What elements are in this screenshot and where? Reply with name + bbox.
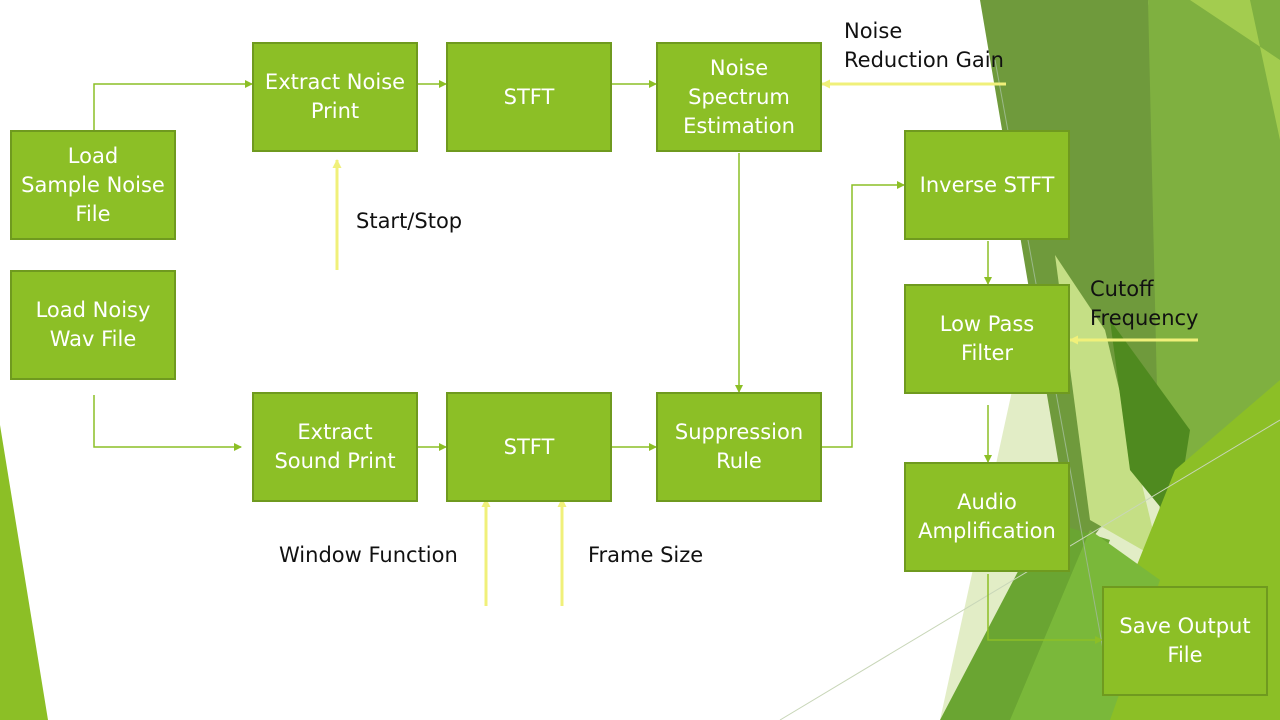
connector-sample-to-extract-noise [93, 80, 253, 130]
window-function-label: Window Function [279, 543, 458, 567]
inverse-stft-block: Inverse STFT [904, 130, 1070, 240]
noise-spectrum-estimation-block: Noise Spectrum Estimation [656, 42, 822, 152]
bg-shape-light-strip [1055, 255, 1160, 560]
extract-sound-print-block: Extract Sound Print [252, 392, 418, 502]
extract-noise-print-block: Extract Noise Print [252, 42, 418, 152]
load-noisy-wav-file-block: Load Noisy Wav File [10, 270, 176, 380]
stft-bottom-block: STFT [446, 392, 612, 502]
stft-top-block: STFT [446, 42, 612, 152]
start-stop-label: Start/Stop [356, 209, 463, 233]
audio-amplification-block: Audio Amplification [904, 462, 1070, 572]
connector-amplification-to-save [987, 574, 1103, 644]
low-pass-filter-block: Low Pass Filter [904, 284, 1070, 394]
cutoff-frequency-label: Cutoff Frequency [1090, 277, 1199, 330]
bg-shape-top-right [1190, 0, 1280, 140]
frame-size-label: Frame Size [588, 543, 704, 567]
save-output-file-block: Save Output File [1102, 586, 1268, 696]
load-sample-noise-file-block: Load Sample Noise File [10, 130, 176, 240]
noise-reduction-gain-label: Noise Reduction Gain [844, 19, 1004, 72]
suppression-rule-block: Suppression Rule [656, 392, 822, 502]
bg-shape-deep-wedge [1110, 320, 1190, 525]
connector-noisy-to-extract-sound [93, 395, 242, 451]
bg-shape-mid-band [1148, 0, 1280, 520]
bg-shape-left-sliver [0, 425, 48, 720]
connector-suppression-to-inverse-stft [822, 181, 905, 448]
